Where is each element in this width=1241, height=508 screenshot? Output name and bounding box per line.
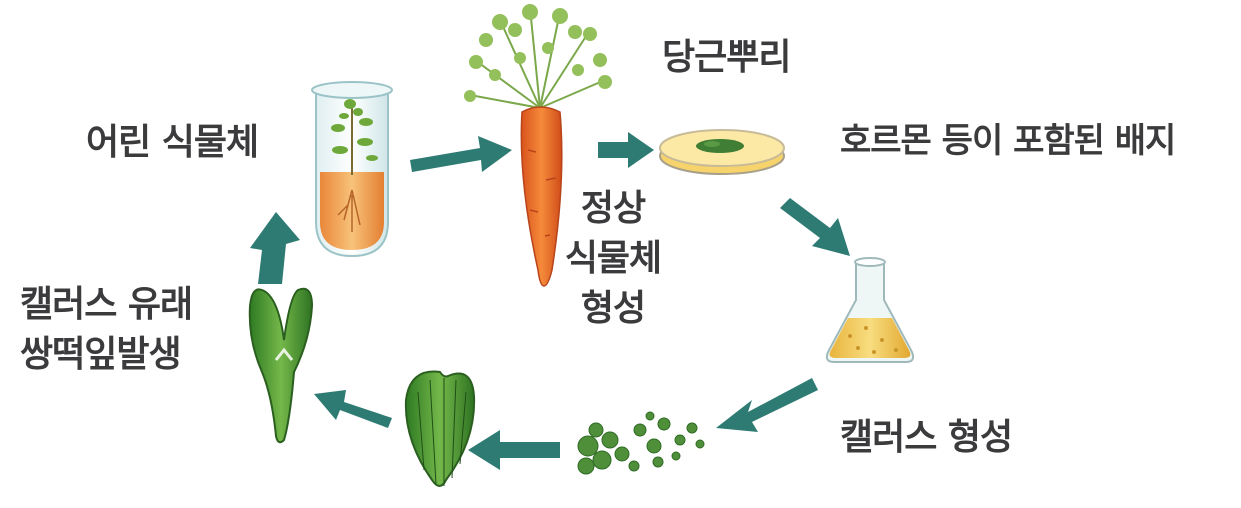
- label-young-plant: 어린 식물체: [86, 125, 258, 161]
- label-carrot-root: 당근뿌리: [662, 40, 790, 76]
- label-callus-embryo-line-2: 쌍떡잎발생: [20, 330, 220, 380]
- arrow-dish-to-flask: [780, 198, 850, 256]
- arrow-heart-to-torpedo: [314, 390, 392, 428]
- label-callus-formation: 캘러스 형성: [840, 420, 1012, 456]
- label-normal-plant-line-3: 형성: [558, 284, 668, 334]
- arrow-tube-to-carrot: [410, 136, 512, 172]
- test-tube-icon: [312, 82, 392, 256]
- flask-icon: [827, 258, 913, 362]
- arrow-callus-to-heart: [468, 430, 560, 470]
- label-normal-plant-line-2: 식물체: [558, 234, 668, 284]
- label-callus-embryo-line-1: 캘러스 유래: [20, 280, 220, 330]
- torpedo-embryo-icon: [250, 289, 312, 443]
- arrow-flask-to-callus: [716, 378, 818, 432]
- label-callus-embryo: 캘러스 유래 쌍떡잎발생: [20, 280, 220, 380]
- arrow-torpedo-to-tube: [250, 212, 300, 284]
- petri-dish-icon: [660, 130, 784, 174]
- arrow-carrot-to-dish: [598, 132, 654, 168]
- label-normal-plant: 정상 식물체 형성: [558, 184, 668, 334]
- label-medium: 호르몬 등이 포함된 배지: [840, 124, 1175, 158]
- heart-embryo-icon: [406, 372, 474, 486]
- label-normal-plant-line-1: 정상: [558, 184, 668, 234]
- callus-cells-icon: [578, 412, 704, 474]
